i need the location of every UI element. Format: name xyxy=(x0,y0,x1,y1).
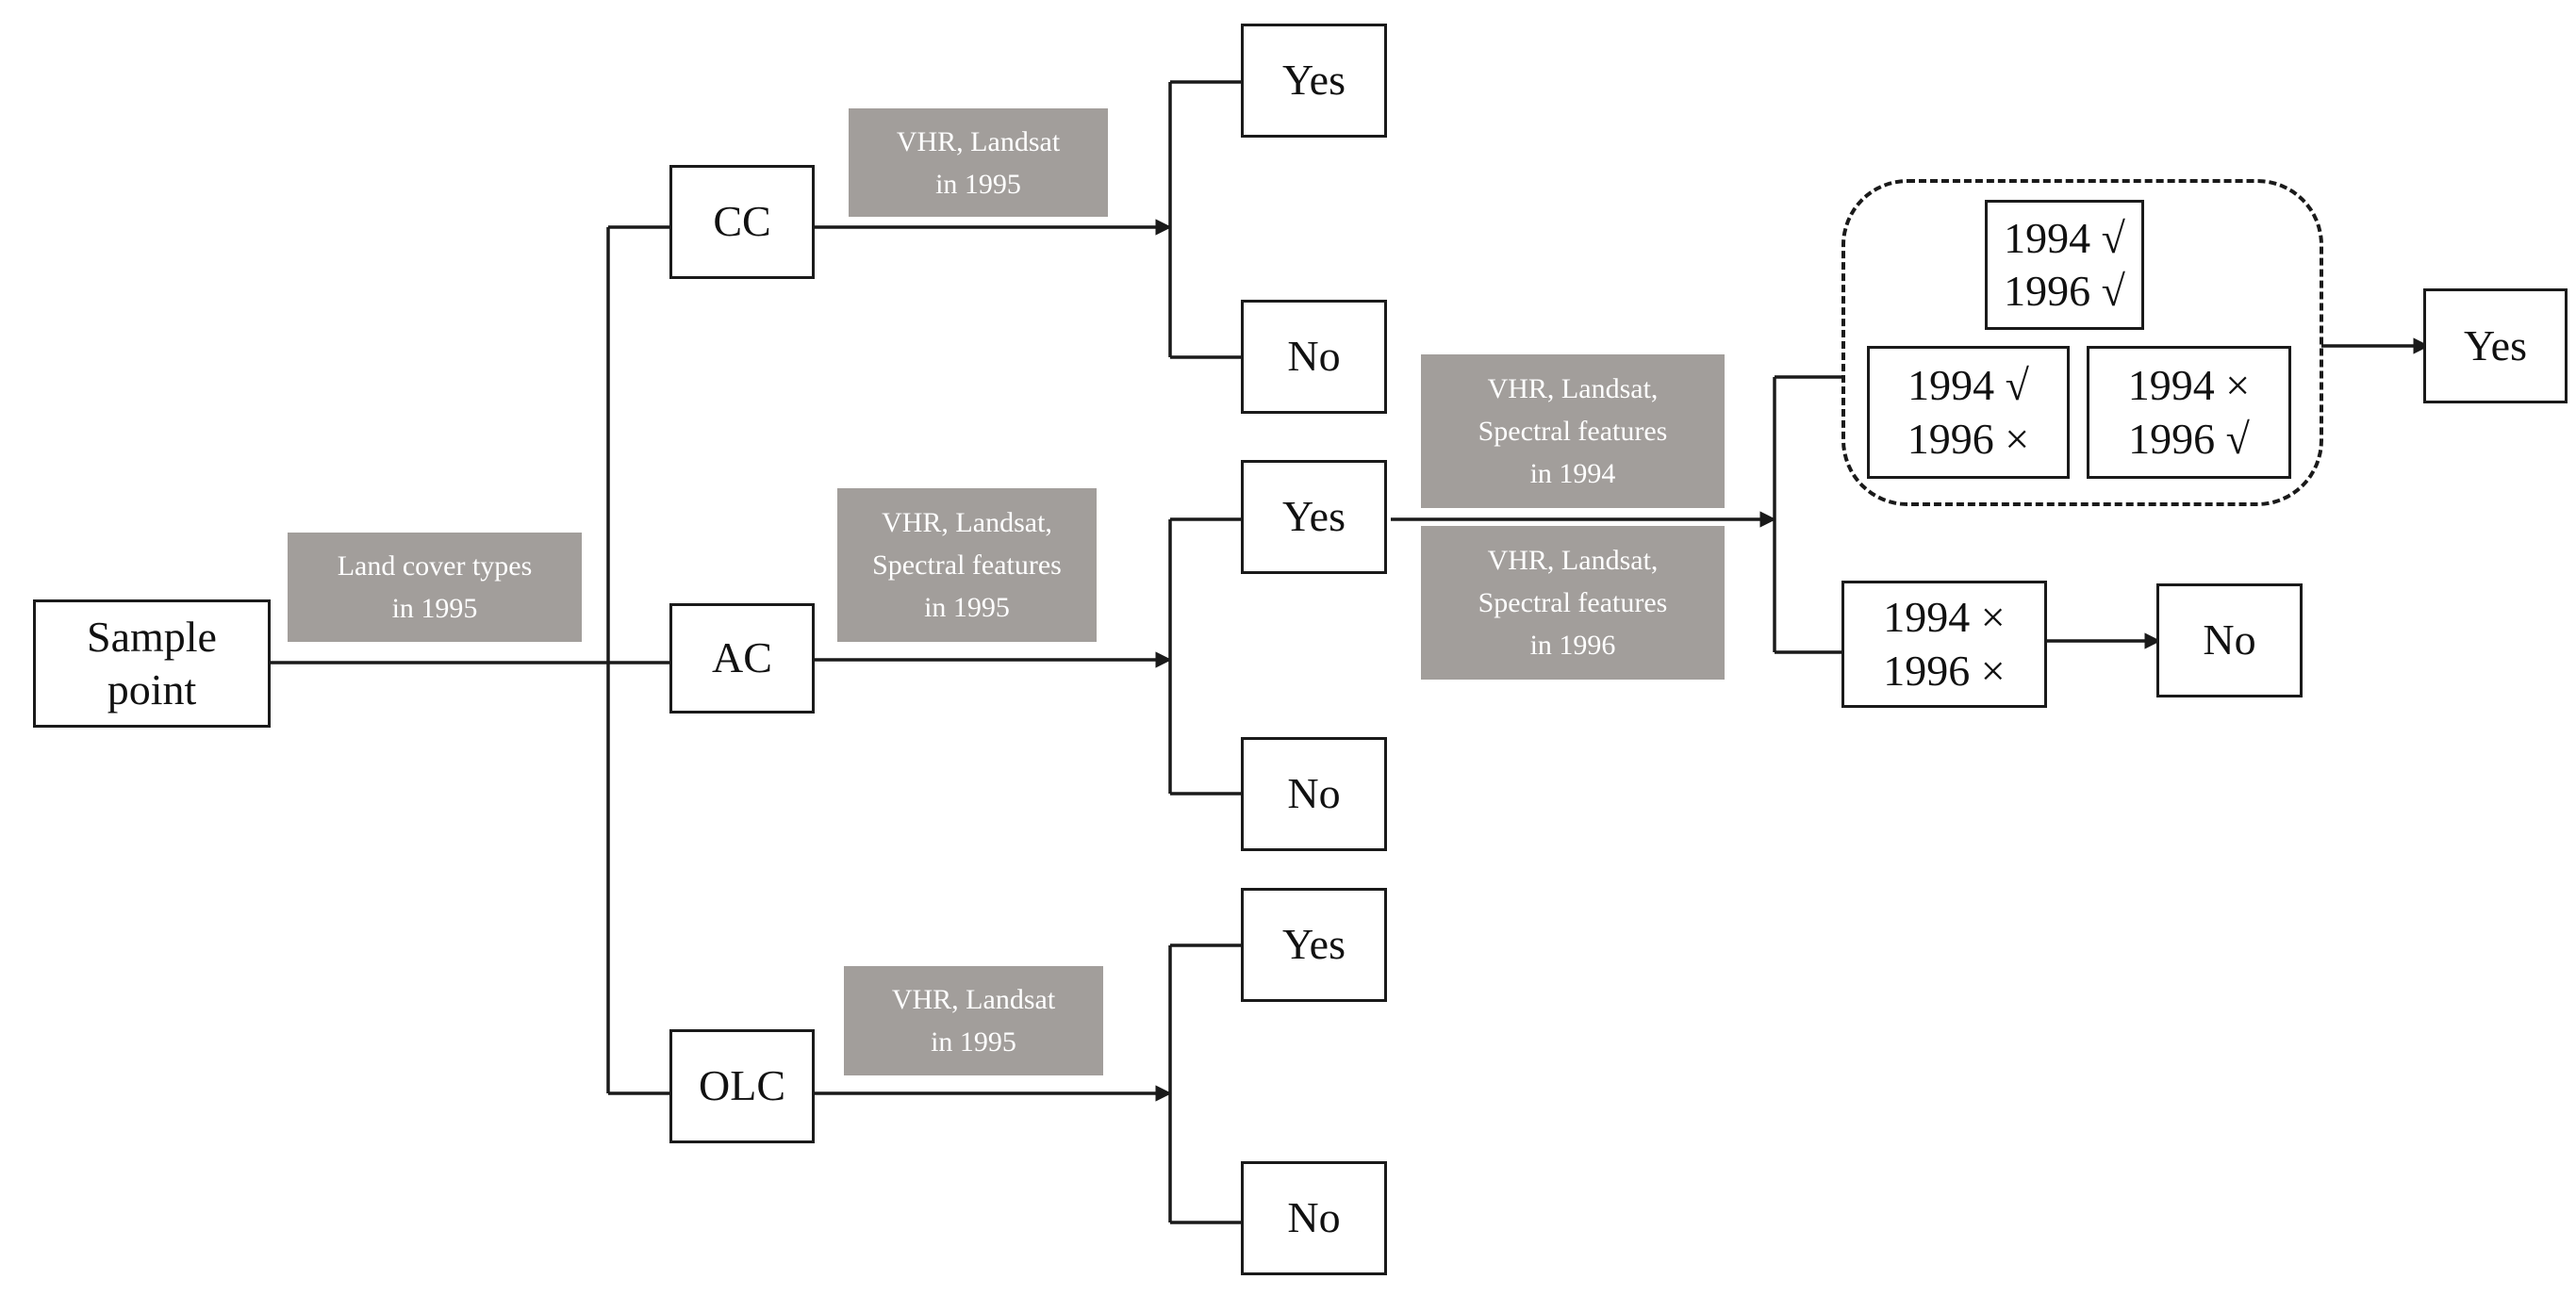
ac-no-label: No xyxy=(1287,769,1341,818)
cc-yes-box: Yes xyxy=(1241,24,1387,138)
final-yes-label: Yes xyxy=(2464,320,2527,369)
final-no-label: No xyxy=(2203,615,2256,664)
year-1994-label-line2: Spectral features xyxy=(1478,416,1668,447)
yes-conditions-group xyxy=(1841,179,2323,506)
ac-data-label-line2: Spectral features xyxy=(872,550,1062,581)
land-cover-label: Land cover types in 1995 xyxy=(288,533,582,642)
check-both-no-box: 1994 × 1996 × xyxy=(1841,581,2047,708)
check-yes-no-line1: 1994 √ xyxy=(1907,361,2029,410)
year-1994-label-line3: in 1994 xyxy=(1529,458,1616,489)
check-no-yes-line1: 1994 × xyxy=(2127,361,2251,410)
year-1996-label: VHR, Landsat, Spectral features in 1996 xyxy=(1421,526,1725,680)
check-no-yes-line2: 1996 √ xyxy=(2128,414,2250,463)
check-both-yes-line1: 1994 √ xyxy=(2004,213,2125,262)
land-cover-label-line2: in 1995 xyxy=(391,593,478,624)
olc-box: OLC xyxy=(669,1029,815,1143)
check-yes-no-line2: 1996 × xyxy=(1907,414,2030,463)
cc-label: CC xyxy=(713,197,771,246)
check-both-no-line1: 1994 × xyxy=(1883,593,2006,642)
cc-no-label: No xyxy=(1287,332,1341,381)
cc-data-label-line1: VHR, Landsat xyxy=(896,125,1061,157)
check-both-no-line2: 1996 × xyxy=(1883,646,2006,695)
sample-point-line2: point xyxy=(107,665,197,714)
year-1996-label-line2: Spectral features xyxy=(1478,587,1668,618)
ac-yes-box: Yes xyxy=(1241,460,1387,574)
year-1994-label: VHR, Landsat, Spectral features in 1994 xyxy=(1421,354,1725,508)
olc-label: OLC xyxy=(699,1061,785,1110)
sample-point-line1: Sample xyxy=(87,612,217,661)
land-cover-label-line1: Land cover types xyxy=(337,550,533,582)
ac-label: AC xyxy=(712,633,772,682)
cc-yes-label: Yes xyxy=(1282,56,1346,105)
olc-data-label: VHR, Landsat in 1995 xyxy=(844,966,1103,1075)
cc-no-box: No xyxy=(1241,300,1387,414)
year-1996-label-line3: in 1996 xyxy=(1529,630,1616,661)
olc-data-label-line1: VHR, Landsat xyxy=(891,984,1056,1015)
ac-data-label: VHR, Landsat, Spectral features in 1995 xyxy=(837,488,1097,642)
check-both-yes-line2: 1996 √ xyxy=(2004,267,2125,315)
check-no-yes-box: 1994 × 1996 √ xyxy=(2087,346,2291,479)
check-yes-no-box: 1994 √ 1996 × xyxy=(1867,346,2070,479)
final-no-box: No xyxy=(2156,583,2303,697)
year-1996-label-line1: VHR, Landsat, xyxy=(1487,545,1659,576)
ac-data-label-line1: VHR, Landsat, xyxy=(882,507,1052,538)
olc-no-box: No xyxy=(1241,1161,1387,1275)
cc-box: CC xyxy=(669,165,815,279)
cc-data-label: VHR, Landsat in 1995 xyxy=(849,108,1108,217)
cc-data-label-line2: in 1995 xyxy=(935,168,1021,200)
olc-yes-box: Yes xyxy=(1241,888,1387,1002)
year-1994-label-line1: VHR, Landsat, xyxy=(1487,373,1659,404)
olc-data-label-line2: in 1995 xyxy=(931,1026,1016,1058)
ac-yes-label: Yes xyxy=(1282,492,1346,541)
ac-data-label-line3: in 1995 xyxy=(924,592,1010,623)
ac-no-box: No xyxy=(1241,737,1387,851)
olc-yes-label: Yes xyxy=(1282,920,1346,969)
final-yes-box: Yes xyxy=(2423,288,2568,403)
olc-no-label: No xyxy=(1287,1193,1341,1242)
check-both-yes-box: 1994 √ 1996 √ xyxy=(1985,200,2144,330)
sample-point-box: Sample point xyxy=(33,599,271,728)
ac-box: AC xyxy=(669,603,815,714)
